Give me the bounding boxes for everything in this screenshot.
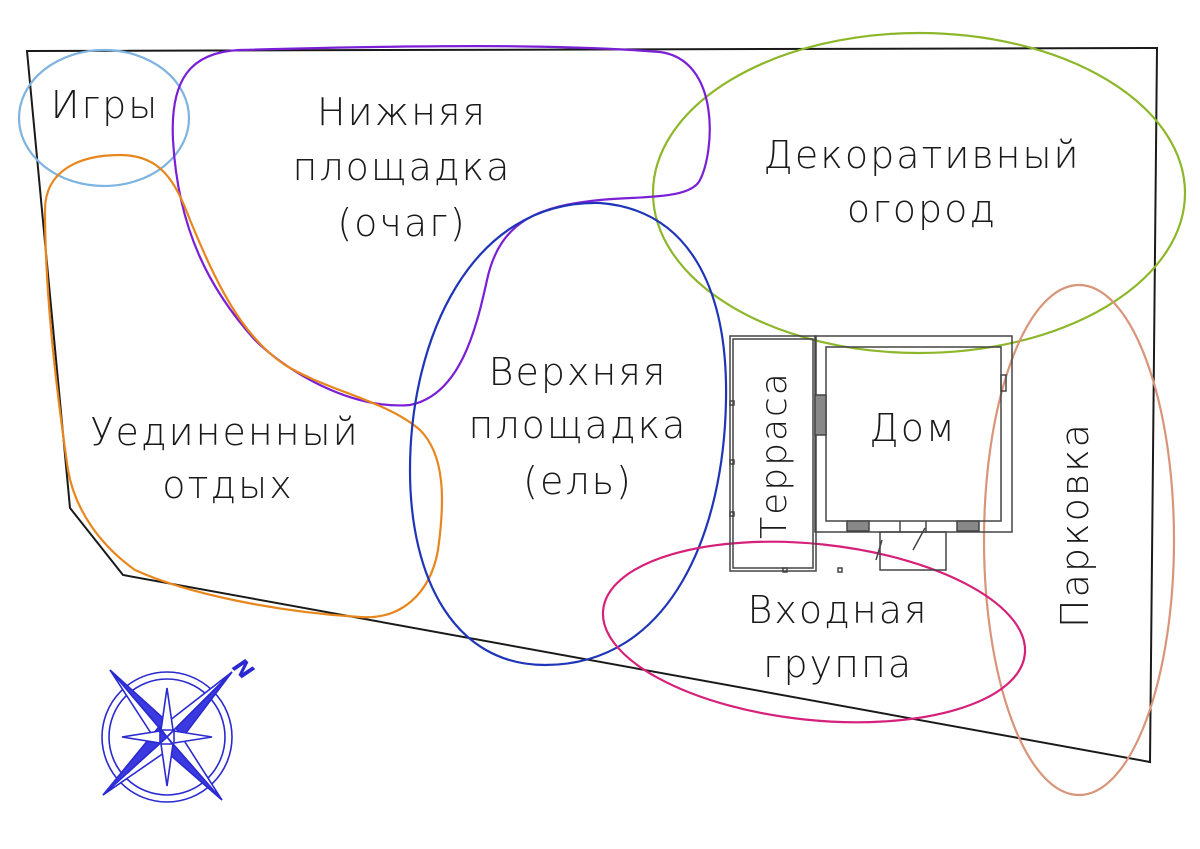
zone-label-nizhnyaya-3: (очаг) bbox=[337, 201, 466, 245]
compass-north-label: N bbox=[227, 654, 258, 685]
zone-outline-nizhnyaya bbox=[171, 45, 711, 407]
zone-label-igry: Игры bbox=[51, 83, 160, 127]
zone-label-dekorativny-2: огород bbox=[847, 187, 997, 231]
zone-label-verkhnyaya-1: Верхняя bbox=[489, 350, 668, 394]
zone-label-uedinenny-2: отдых bbox=[162, 463, 293, 507]
zone-label-vkhodnaya-1: Входная bbox=[748, 588, 929, 632]
compass-rose-icon bbox=[101, 669, 233, 803]
zone-label-verkhnyaya-2: площадка bbox=[469, 403, 688, 447]
zone-label-nizhnyaya-1: Нижняя bbox=[317, 90, 487, 134]
zone-label-parkovka: Парковка bbox=[1053, 422, 1097, 628]
zone-outline-dekorativny bbox=[651, 31, 1187, 355]
zone-label-verkhnyaya-3: (ель) bbox=[523, 459, 633, 503]
terrace-label: Терраса bbox=[754, 371, 795, 539]
zone-outline-vkhodnaya bbox=[601, 540, 1027, 724]
zone-outline-igry bbox=[17, 48, 191, 188]
zone-outline-uedinenny bbox=[43, 153, 444, 619]
zone-label-uedinenny-1: Уединенный bbox=[90, 410, 359, 454]
house-plan bbox=[729, 335, 1013, 573]
zone-outline-parkovka bbox=[982, 283, 1176, 797]
zone-label-nizhnyaya-2: площадка bbox=[293, 145, 512, 189]
house-label: Дом bbox=[869, 406, 956, 450]
zone-label-dekorativny-1: Декоративный bbox=[763, 133, 1080, 177]
zone-label-vkhodnaya-2: группа bbox=[763, 642, 913, 686]
zone-outline-verkhnyaya bbox=[408, 201, 728, 667]
